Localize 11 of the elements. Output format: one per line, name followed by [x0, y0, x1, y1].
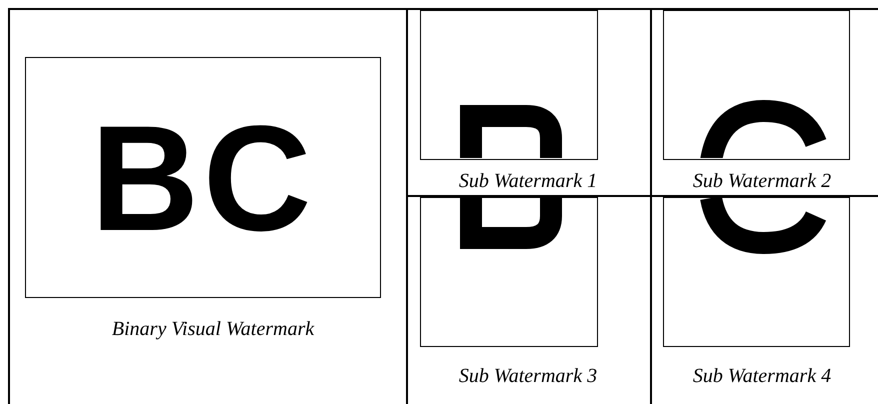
image-caption: Sub Watermark 4	[692, 365, 832, 388]
image-caption: Sub Watermark 1	[458, 170, 598, 193]
image-caption: Binary Visual Watermark	[112, 318, 314, 341]
image-caption: Sub Watermark 2	[692, 170, 832, 193]
watermark-letters: BC	[90, 102, 316, 252]
image-frame	[420, 10, 598, 160]
image-frame	[663, 10, 850, 160]
image-frame	[25, 57, 381, 298]
image-caption: Sub Watermark 3	[458, 365, 598, 388]
image-frame	[420, 197, 598, 347]
image-frame	[663, 197, 850, 347]
